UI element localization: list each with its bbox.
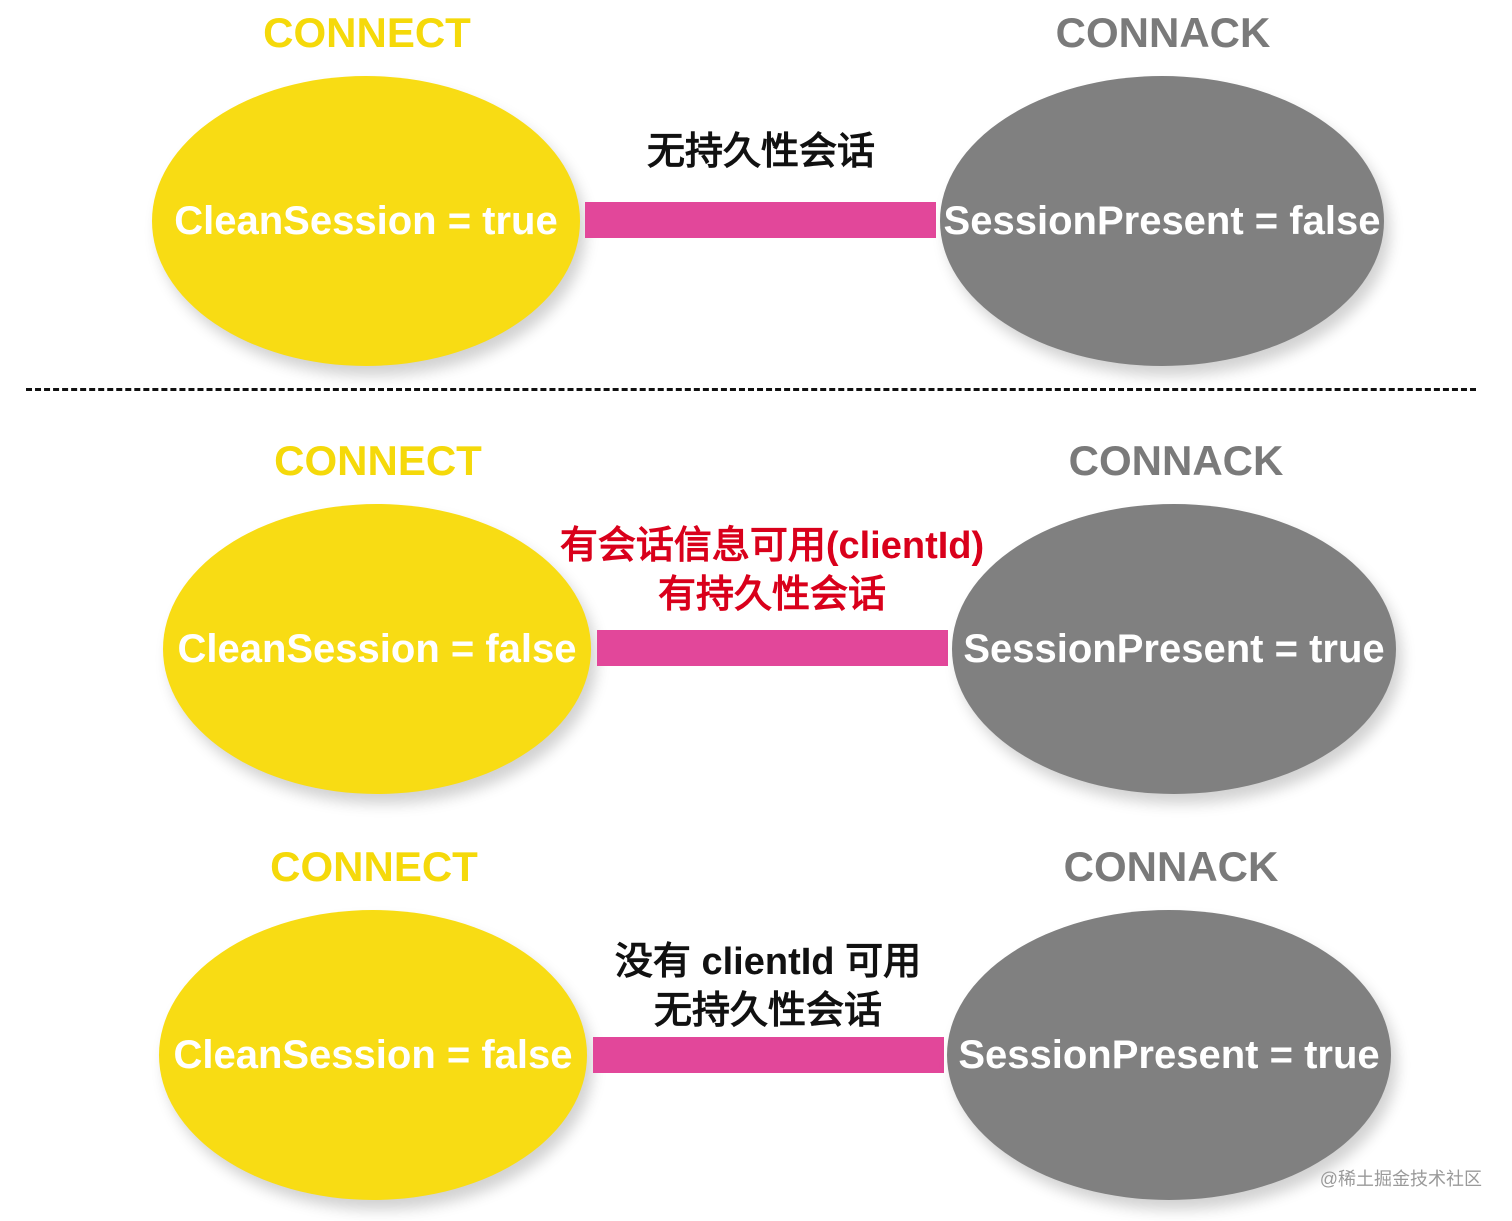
- session-caption: 有会话信息可用(clientId) 有持久性会话: [560, 522, 984, 621]
- connect-ellipse: CleanSession = false: [163, 504, 591, 794]
- caption-line-1: 有会话信息可用(clientId): [559, 525, 985, 567]
- session-connector: [585, 202, 936, 238]
- section-divider: [26, 388, 1476, 391]
- connack-ellipse: SessionPresent = false: [940, 76, 1384, 366]
- caption-line-2: 无持久性会话: [653, 990, 883, 1033]
- clean-session-value: CleanSession = false: [173, 1033, 573, 1077]
- session-connector: [597, 630, 948, 666]
- session-present-value: SessionPresent = false: [943, 199, 1381, 243]
- connect-title: CONNECT: [263, 9, 471, 56]
- clean-session-value: CleanSession = true: [174, 199, 558, 243]
- caption-line-1: 无持久性会话: [646, 131, 876, 173]
- session-caption: 无持久性会话: [647, 128, 875, 177]
- session-present-value: SessionPresent = true: [963, 627, 1385, 671]
- connect-ellipse: CleanSession = false: [159, 910, 587, 1200]
- caption-line-2: 有持久性会话: [657, 574, 887, 617]
- connack-title: CONNACK: [1055, 9, 1271, 56]
- caption-line-1: 没有 clientId 可用: [614, 941, 922, 983]
- connack-ellipse: SessionPresent = true: [947, 910, 1391, 1200]
- connack-title: CONNACK: [1063, 843, 1279, 890]
- watermark: @稀土掘金技术社区: [1319, 1169, 1482, 1189]
- session-present-value: SessionPresent = true: [958, 1033, 1380, 1077]
- connect-title: CONNECT: [270, 843, 478, 890]
- session-caption: 没有 clientId 可用 无持久性会话: [615, 938, 921, 1037]
- connect-ellipse: CleanSession = true: [152, 76, 580, 366]
- connect-title: CONNECT: [274, 437, 482, 484]
- connack-ellipse: SessionPresent = true: [952, 504, 1396, 794]
- clean-session-value: CleanSession = false: [177, 627, 577, 671]
- session-connector: [593, 1037, 944, 1073]
- connack-title: CONNACK: [1068, 437, 1284, 484]
